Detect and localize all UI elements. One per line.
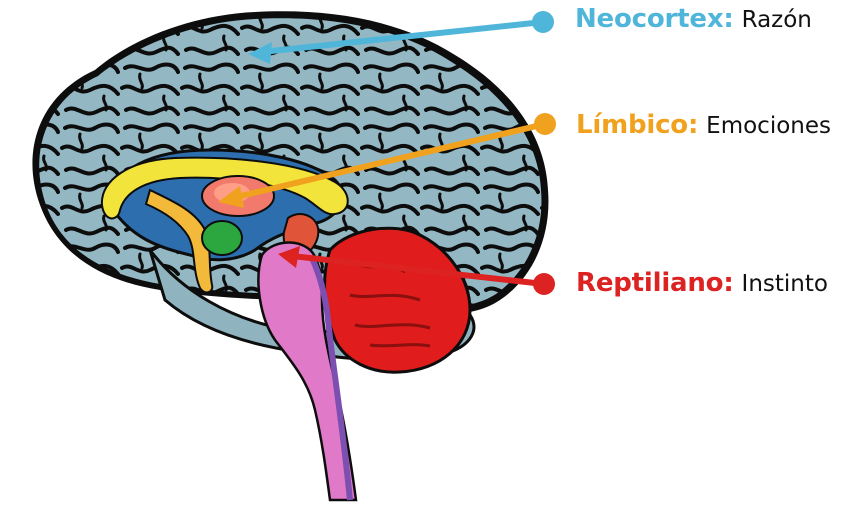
label-reptiliano-desc: Instinto: [742, 271, 828, 297]
label-limbico-title: Límbico:: [576, 110, 698, 140]
label-neocortex-desc: Razón: [742, 7, 812, 33]
label-neocortex-title: Neocortex:: [575, 4, 734, 34]
label-limbico-desc: Emociones: [706, 113, 831, 139]
label-neocortex: Neocortex: Razón: [575, 6, 812, 32]
label-reptiliano-title: Reptiliano:: [576, 268, 734, 298]
label-reptiliano: Reptiliano: Instinto: [576, 270, 828, 296]
amygdala: [202, 221, 242, 255]
label-limbico: Límbico: Emociones: [576, 112, 831, 138]
